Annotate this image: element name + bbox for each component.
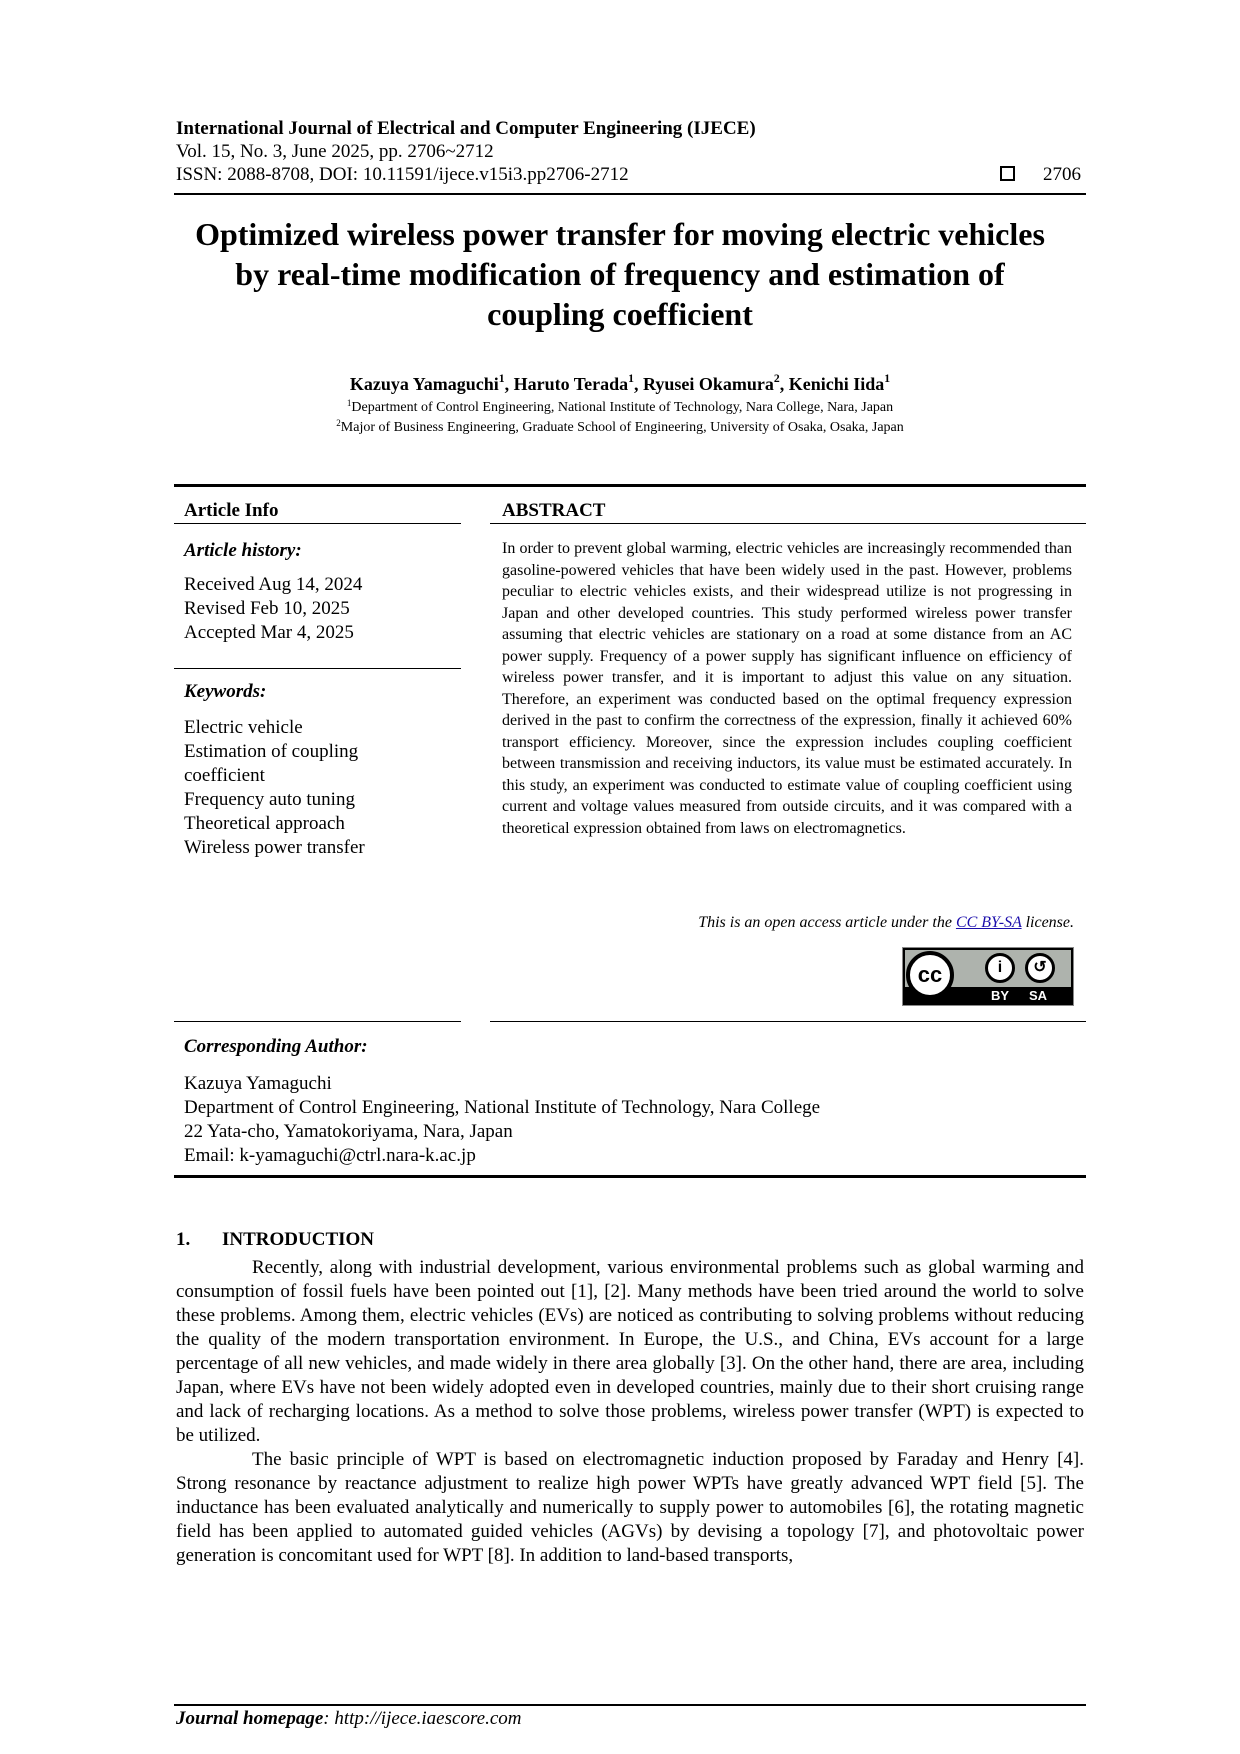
section-number: 1. xyxy=(176,1229,191,1250)
by-attribution-icon: i xyxy=(985,953,1015,983)
license-suffix: license. xyxy=(1021,914,1074,931)
revised-date: Revised Feb 10, 2025 xyxy=(184,598,350,619)
corresponding-email: Email: k-yamaguchi@ctrl.nara-k.ac.jp xyxy=(184,1145,476,1166)
header-rule xyxy=(174,193,1086,195)
title-line-1: Optimized wireless power transfer for mo… xyxy=(195,216,1045,252)
abstract-bottom-rule xyxy=(490,1021,1086,1022)
keyword-item: Wireless power transfer xyxy=(184,837,365,858)
affiliation-sup: 2 xyxy=(336,418,341,428)
journal-title: International Journal of Electrical and … xyxy=(176,118,756,139)
abstract-heading-rule xyxy=(490,523,1086,524)
corresponding-author-heading: Corresponding Author: xyxy=(184,1036,368,1057)
license-prefix: This is an open access article under the xyxy=(698,914,956,931)
corresponding-address: 22 Yata-cho, Yamatokoriyama, Nara, Japan xyxy=(184,1121,513,1142)
author-list: Kazuya Yamaguchi1, Haruto Terada1, Ryuse… xyxy=(120,372,1120,395)
affiliation-1: 1Department of Control Engineering, Nati… xyxy=(120,398,1120,416)
author-name: Kenichi Iida xyxy=(788,374,885,394)
corresponding-department: Department of Control Engineering, Natio… xyxy=(184,1097,821,1118)
author-name: Ryusei Okamura xyxy=(642,374,774,394)
author-separator: , xyxy=(779,374,789,394)
footer-rule xyxy=(174,1704,1086,1706)
title-line-2: by real-time modification of frequency a… xyxy=(235,256,1005,292)
homepage-url[interactable]: : http://ijece.iaescore.com xyxy=(323,1708,522,1729)
square-icon xyxy=(1000,166,1015,181)
author-affil-sup: 1 xyxy=(884,372,891,385)
keywords-heading: Keywords: xyxy=(184,681,267,702)
abstract-body: In order to prevent global warming, elec… xyxy=(502,540,1072,837)
body-paragraph: Recently, along with industrial developm… xyxy=(176,1257,1084,1446)
share-alike-icon: ↺ xyxy=(1025,953,1055,983)
license-link[interactable]: CC BY-SA xyxy=(955,914,1022,931)
author-separator: , xyxy=(633,374,643,394)
box-bottom-rule xyxy=(174,1175,1086,1178)
affiliation-text: Department of Control Engineering, Natio… xyxy=(351,400,894,415)
section-title: INTRODUCTION xyxy=(222,1229,375,1250)
history-keywords-divider xyxy=(174,668,461,669)
keyword-item: Theoretical approach xyxy=(184,813,345,834)
keyword-item: Electric vehicle xyxy=(184,717,303,738)
title-line-3: coupling coefficient xyxy=(487,296,753,332)
article-info-heading: Article Info xyxy=(184,500,279,521)
page-number: 2706 xyxy=(1043,164,1081,185)
by-label: BY xyxy=(991,988,1010,1003)
received-date: Received Aug 14, 2024 xyxy=(184,574,363,595)
accepted-date: Accepted Mar 4, 2025 xyxy=(184,622,354,643)
author-affil-sup: 2 xyxy=(773,372,780,385)
volume-line: Vol. 15, No. 3, June 2025, pp. 2706~2712 xyxy=(176,141,494,162)
journal-homepage: Journal homepage: http://ijece.iaescore.… xyxy=(176,1708,521,1730)
author-affil-sup: 1 xyxy=(498,372,505,385)
box-top-rule xyxy=(174,484,1086,487)
homepage-label: Journal homepage xyxy=(176,1708,324,1729)
license-statement: This is an open access article under the… xyxy=(500,914,1074,932)
author-separator: , xyxy=(504,374,514,394)
affiliation-sup: 1 xyxy=(346,398,352,408)
corresponding-name: Kazuya Yamaguchi xyxy=(184,1073,332,1094)
info-bottom-rule xyxy=(174,1021,461,1022)
info-heading-rule xyxy=(174,523,461,524)
history-heading: Article history: xyxy=(184,540,302,561)
author-name: Kazuya Yamaguchi xyxy=(349,374,499,394)
paper-title: Optimized wireless power transfer for mo… xyxy=(120,214,1120,334)
sa-label: SA xyxy=(1029,988,1048,1003)
body-paragraph: The basic principle of WPT is based on e… xyxy=(176,1449,1084,1566)
section-heading: 1. INTRODUCTION xyxy=(176,1229,374,1251)
cc-icon: cc xyxy=(906,951,954,999)
keyword-item: coefficient xyxy=(184,765,265,786)
cc-by-sa-badge[interactable]: cc i ↺ BY SA xyxy=(902,947,1074,1006)
abstract-heading: ABSTRACT xyxy=(502,500,606,521)
affiliation-text: Major of Business Engineering, Graduate … xyxy=(340,420,904,435)
author-affil-sup: 1 xyxy=(628,372,634,385)
author-name: Haruto Terada xyxy=(513,374,629,394)
issn-doi-line: ISSN: 2088-8708, DOI: 10.11591/ijece.v15… xyxy=(176,164,629,185)
keyword-item: Frequency auto tuning xyxy=(184,789,355,810)
keyword-list: Electric vehicle Estimation of coupling … xyxy=(184,716,365,860)
affiliation-2: 2Major of Business Engineering, Graduate… xyxy=(120,418,1120,436)
keyword-item: Estimation of coupling xyxy=(184,741,359,762)
